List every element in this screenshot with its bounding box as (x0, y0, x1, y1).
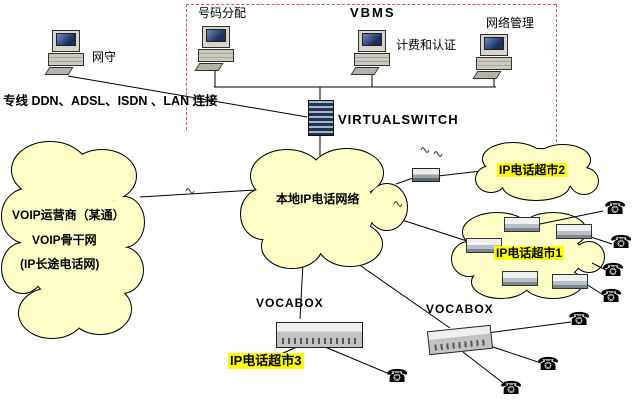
network-mgmt-server-icon (472, 34, 514, 80)
vbms-server-icon (350, 30, 392, 76)
management-zone-border-left (186, 4, 187, 130)
phone-icon: ☎ (610, 232, 633, 253)
phone-icon: ☎ (568, 309, 591, 330)
monitor-icon (480, 34, 508, 56)
gatekeeper-server-icon (44, 30, 86, 76)
voip-cloud-line3: (IP长途电话网) (20, 257, 100, 271)
billing-auth-label: 计费和认证 (396, 38, 457, 52)
supermarket2-label: IP电话超市2 (497, 163, 568, 178)
gatekeeper-label: 网守 (92, 50, 117, 64)
link-break-marks (185, 147, 443, 207)
vocabox-right-label: VOCABOX (426, 302, 494, 316)
monitor-icon (202, 26, 230, 48)
gateway-device-icon (556, 224, 592, 239)
local-ip-network-cloud (240, 148, 408, 269)
management-zone-border-right (556, 4, 557, 142)
local-cloud-label: 本地IP电话网络 (276, 192, 360, 206)
access-lines-text: 专线 DDN、ADSL、ISDN 、LAN 连接 (3, 94, 218, 108)
vocabox-left-icon (276, 322, 363, 348)
phone-icon: ☎ (500, 378, 523, 399)
access-switch-icon (412, 168, 440, 182)
phone-icon: ☎ (537, 354, 560, 375)
gateway-device-icon (502, 271, 538, 286)
virtualswitch-label: VIRTUALSWITCH (338, 112, 459, 127)
monitor-icon (52, 30, 80, 52)
virtualswitch-icon (308, 100, 334, 136)
phone-icon: ☎ (602, 260, 625, 281)
phone-lines (539, 210, 613, 297)
number-allocation-label: 号码分配 (198, 6, 247, 20)
vbms-label: VBMS (350, 5, 396, 20)
phone-icon: ☎ (600, 286, 623, 307)
monitor-icon (358, 30, 386, 52)
phone-icon: ☎ (604, 198, 627, 219)
number-allocation-server-icon (194, 26, 236, 72)
trunk-lines (67, 70, 572, 387)
voip-cloud-line1: VOIP运营商（某通） (12, 208, 125, 222)
phone-icon: ☎ (386, 366, 409, 387)
supermarket1-label: IP电话超市1 (494, 246, 565, 261)
gateway-device-icon (504, 217, 540, 232)
gateway-device-icon (552, 274, 588, 289)
voip-cloud-line2: VOIP骨干网 (32, 233, 97, 247)
vocabox-left-label: VOCABOX (256, 296, 324, 310)
network-mgmt-label: 网络管理 (486, 16, 535, 30)
supermarket3-label: IP电话超市3 (228, 353, 304, 369)
gateway-device-icon (466, 238, 502, 253)
management-zone-border-top (186, 4, 556, 5)
